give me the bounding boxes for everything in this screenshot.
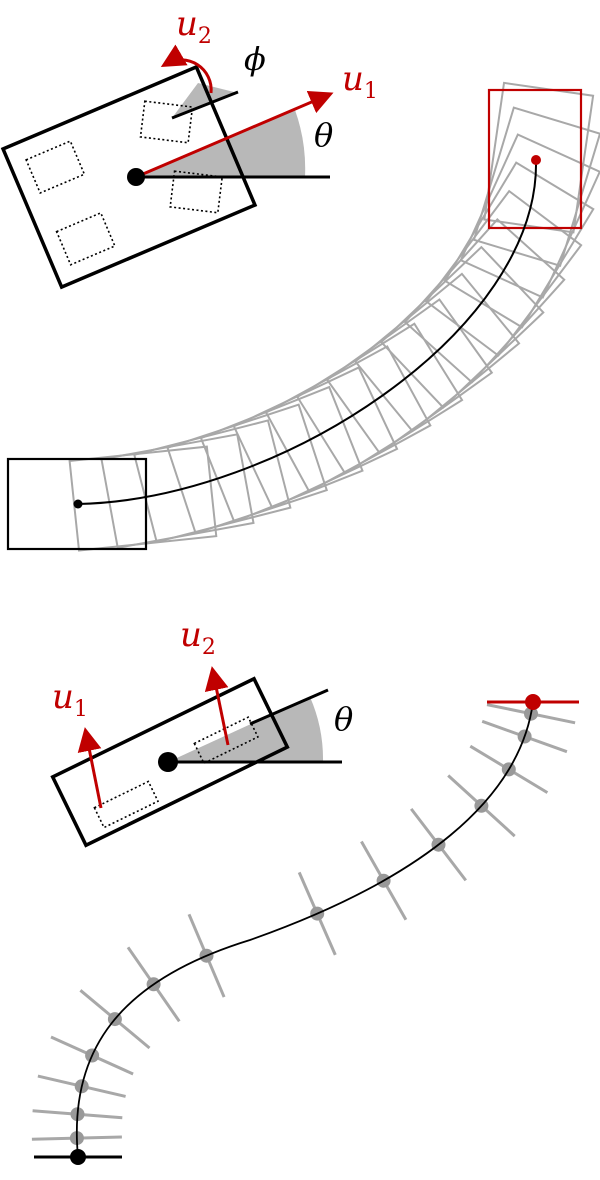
car-start-box bbox=[6, 457, 148, 551]
u1-label: u1 bbox=[52, 677, 88, 722]
car-goal-box bbox=[487, 88, 583, 230]
theta-label: θ bbox=[314, 116, 333, 154]
diff-heading-line bbox=[249, 688, 329, 726]
car-center-point bbox=[127, 168, 145, 186]
diff-heading-angle-wedge bbox=[168, 697, 324, 762]
car-model-panel: u1 u2 ϕ θ bbox=[0, 4, 378, 290]
steering-angle-wedge bbox=[172, 83, 238, 118]
control-u1-arrow bbox=[135, 91, 334, 179]
diff-goal-point bbox=[525, 694, 541, 710]
u1-label: u1 bbox=[342, 59, 378, 104]
car-ghost-pose bbox=[443, 161, 595, 329]
car-goal-point bbox=[531, 155, 541, 165]
diff-trajectory-path bbox=[76, 701, 534, 1158]
differential-drive-body-icon bbox=[50, 676, 290, 848]
phi-label: ϕ bbox=[244, 40, 266, 78]
car-body-icon bbox=[0, 64, 258, 290]
wheel-outline-icon bbox=[25, 100, 224, 266]
diff-drive-model-panel: u1 u2 θ bbox=[50, 615, 353, 848]
diff-center-point bbox=[158, 752, 178, 772]
theta-label: θ bbox=[334, 700, 353, 738]
diff-start-point bbox=[70, 1149, 86, 1165]
car-trajectory-path bbox=[77, 159, 538, 505]
u2-label: u2 bbox=[176, 4, 212, 49]
wheel-outline-icon bbox=[93, 716, 259, 829]
diff-trajectory-ghosts bbox=[31, 703, 576, 1146]
control-u1-arrow bbox=[77, 727, 103, 809]
control-u2-arrow bbox=[160, 44, 213, 94]
car-trajectory-panel bbox=[6, 81, 600, 552]
u2-label: u2 bbox=[180, 615, 216, 660]
car-trajectory-ghosts bbox=[68, 81, 600, 552]
steering-line bbox=[171, 90, 239, 120]
car-start-point bbox=[73, 499, 83, 509]
diff-trajectory-panel bbox=[31, 694, 579, 1165]
control-u2-arrow bbox=[204, 666, 230, 746]
